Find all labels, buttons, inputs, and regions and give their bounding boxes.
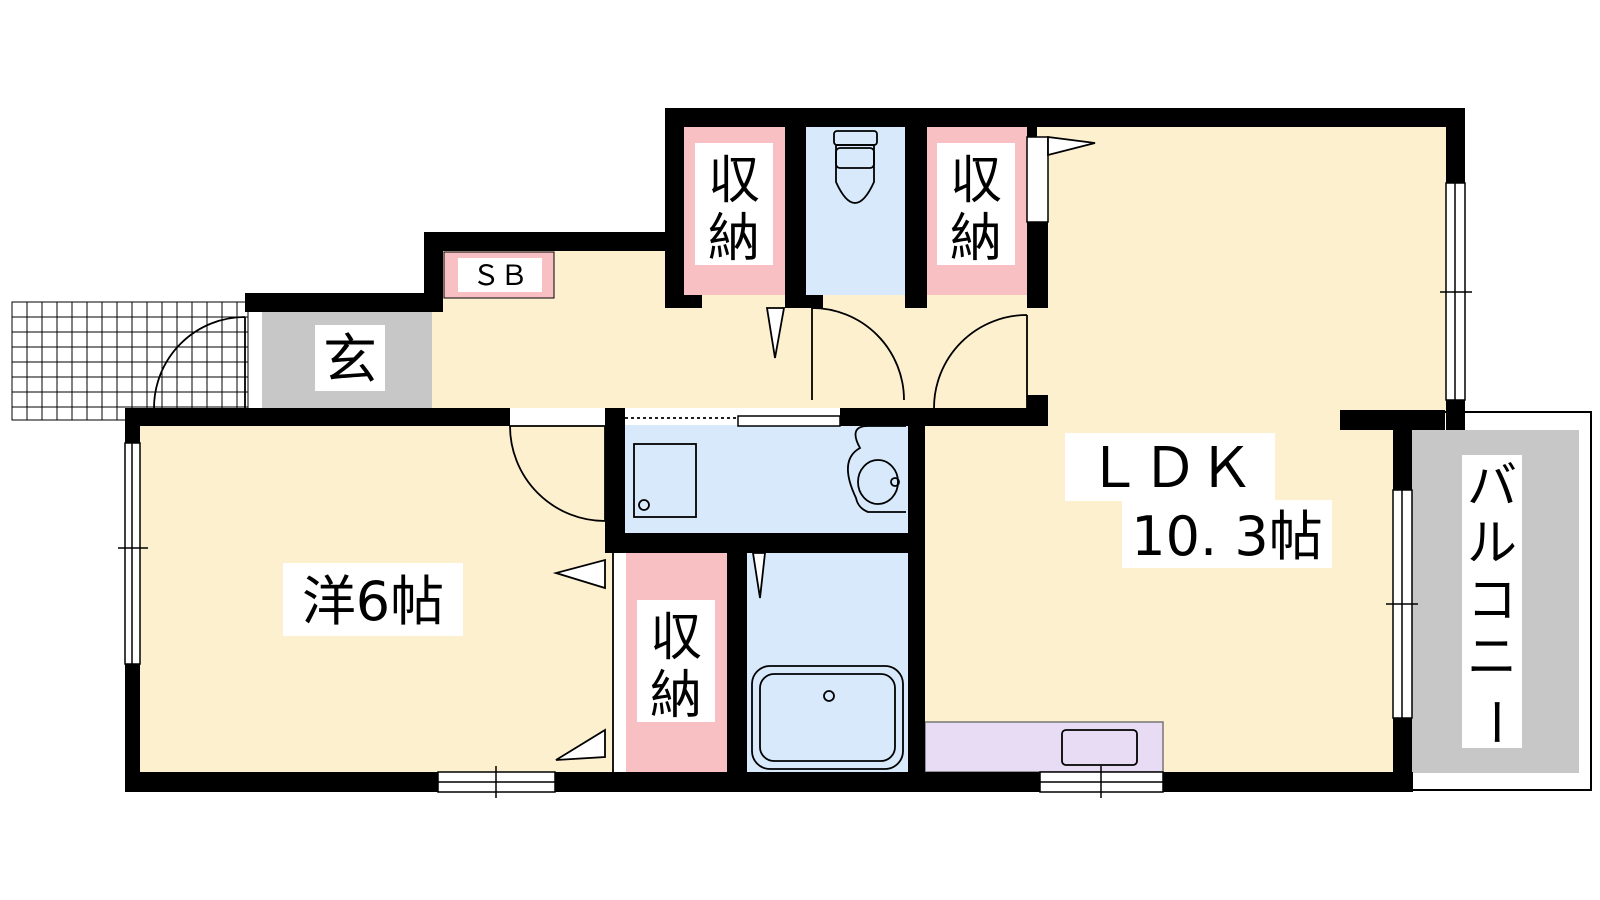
bathroom (747, 553, 908, 772)
ldk-name-label: ＬＤＫ (1086, 436, 1254, 501)
storage-middle-label-1: 収 (650, 608, 702, 668)
balcony-label-4: ニ (1467, 628, 1517, 686)
entrance-label: 玄 (323, 328, 377, 391)
ldk-room (1037, 127, 1453, 417)
storage-top-left-label-1: 収 (708, 151, 760, 211)
labels: 収 納 収 納 収 納 ＳＢ 玄 洋6帖 ＬＤＫ 10. 3帖 バ ル コ ニ … (283, 143, 1524, 748)
porch-grid (11, 301, 249, 421)
balcony-label-2: ル (1467, 514, 1517, 572)
ldk-size-label: 10. 3帖 (1131, 505, 1322, 568)
doors (153, 135, 1096, 772)
balcony-label-3: コ (1467, 571, 1517, 629)
storage-top-left-label-2: 納 (708, 209, 760, 269)
toilet-room (806, 127, 905, 295)
room-fills (140, 127, 1592, 791)
western-room-label: 洋6帖 (302, 570, 444, 633)
balcony-label-5: ー (1466, 697, 1524, 747)
balcony-label-1: バ (1467, 457, 1517, 515)
shoe-box-label: ＳＢ (472, 259, 528, 292)
storage-middle-label-2: 納 (650, 666, 702, 726)
washroom (625, 425, 908, 533)
storage-top-right-label-2: 納 (950, 209, 1002, 269)
kitchen-sink-icon (1061, 729, 1138, 766)
windows (118, 136, 1472, 798)
storage-top-right-label-1: 収 (950, 151, 1002, 211)
fixtures (633, 130, 1138, 770)
bathtub-icon (751, 665, 904, 770)
washbasin-icon (633, 425, 906, 518)
toilet-icon (833, 130, 878, 204)
walls (125, 108, 1465, 792)
